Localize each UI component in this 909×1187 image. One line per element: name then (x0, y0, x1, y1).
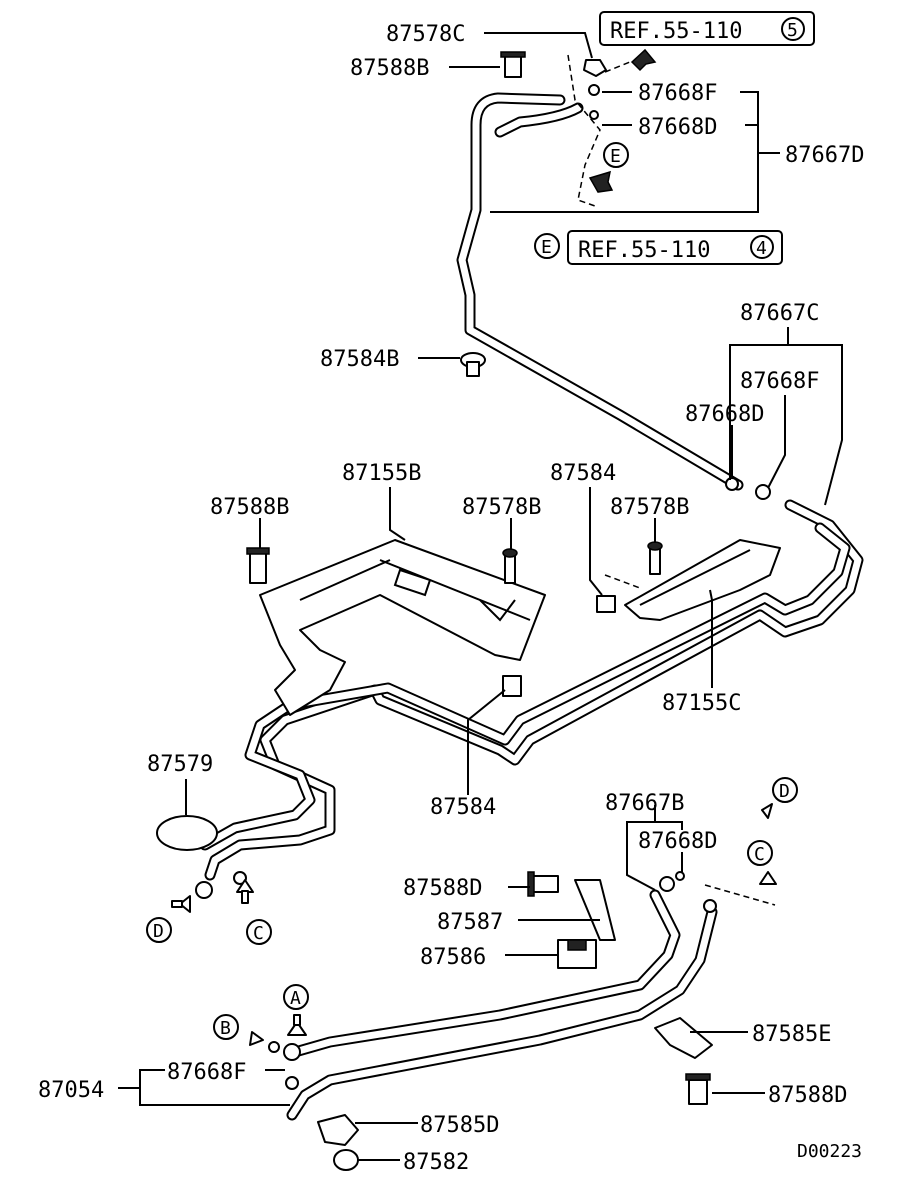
label-87668D-mid: 87668D (685, 402, 764, 427)
label-87155C: 87155C (662, 691, 741, 716)
bolt-87588D-left (527, 871, 559, 897)
bolt-87588B-mid (246, 547, 270, 584)
label-87668F-top: 87668F (638, 81, 717, 106)
label-87578C: 87578C (386, 22, 465, 47)
label-87588B-mid: 87588B (210, 495, 289, 520)
label-87586: 87586 (420, 945, 486, 970)
label-87582: 87582 (403, 1150, 469, 1175)
pipe-upper-assembly (456, 92, 744, 491)
marker-A: A (283, 984, 309, 1010)
clip-87578C (583, 59, 607, 77)
marker-C-left: C (246, 919, 272, 945)
label-87667C: 87667C (740, 301, 819, 326)
marker-B: B (213, 1014, 239, 1040)
label-87584-top: 87584 (550, 461, 616, 486)
fittings (195, 84, 771, 1090)
plug-87579 (156, 815, 218, 851)
label-87667D: 87667D (785, 143, 864, 168)
label-87155B: 87155B (342, 461, 421, 486)
label-87668F-low: 87668F (167, 1060, 246, 1085)
label-87584-bottom: 87584 (430, 795, 496, 820)
clamp-87585E (654, 1017, 713, 1059)
label-87579: 87579 (147, 752, 213, 777)
label-87668D-top: 87668D (638, 115, 717, 140)
ref-mid-marker: E (541, 237, 552, 258)
reference-box-top: REF.55-110 5 (599, 11, 815, 46)
label-87578B-right: 87578B (610, 495, 689, 520)
label-87588D-left: 87588D (403, 876, 482, 901)
label-87588D-right: 87588D (768, 1083, 847, 1108)
label-87585D: 87585D (420, 1113, 499, 1138)
marker-D-left: D (146, 917, 172, 943)
ref-mid-num: 4 (756, 238, 767, 259)
label-87667B: 87667B (605, 791, 684, 816)
grommet-87584-top (596, 595, 616, 613)
diagram-code: D00223 (797, 1141, 862, 1162)
part-labels: 87578C 87588B 87668F 87668D 87667D 87584… (38, 22, 864, 1175)
bracket-87155C (624, 539, 781, 621)
svg-text:D: D (153, 921, 164, 942)
svg-text:E: E (610, 146, 621, 167)
grommet-87584B (460, 352, 486, 377)
label-87578B-left: 87578B (462, 495, 541, 520)
bracket-87155B (259, 539, 546, 716)
pipe-lower-assembly (286, 889, 718, 1121)
label-87054: 87054 (38, 1078, 104, 1103)
clamp-87586 (557, 939, 597, 969)
clamp-87585D (317, 1114, 359, 1146)
bracket-87587 (574, 879, 616, 941)
ref-top-num: 5 (787, 20, 798, 41)
label-87668F-mid: 87668F (740, 369, 819, 394)
label-87668D-low: 87668D (638, 829, 717, 854)
label-87588B-top: 87588B (350, 56, 429, 81)
marker-E: E (603, 142, 629, 168)
label-87585E: 87585E (752, 1022, 831, 1047)
svg-text:B: B (220, 1018, 231, 1039)
svg-text:C: C (253, 923, 264, 944)
ref-mid-text: REF.55-110 (578, 238, 710, 263)
bolt-87588D-right (685, 1073, 711, 1105)
grommet-87584-bottom (502, 675, 522, 697)
reference-box-mid: E REF.55-110 4 (534, 230, 783, 265)
marker-C-right: C (747, 840, 773, 866)
label-87584B: 87584B (320, 347, 399, 372)
pipe-main-long (199, 499, 864, 881)
marker-D-right: D (772, 777, 798, 803)
screw-87578B-right (647, 541, 663, 575)
svg-text:D: D (779, 781, 790, 802)
grommet-87582 (333, 1149, 359, 1171)
ref-top-text: REF.55-110 (610, 19, 742, 44)
label-87587: 87587 (437, 910, 503, 935)
leader-lines (118, 32, 843, 1161)
bolt-87588B-top (500, 51, 526, 78)
dashed-guides (567, 54, 776, 906)
arrows (171, 48, 777, 1046)
svg-text:C: C (754, 844, 765, 865)
svg-text:A: A (290, 988, 301, 1009)
screw-87578B-left (502, 548, 518, 584)
